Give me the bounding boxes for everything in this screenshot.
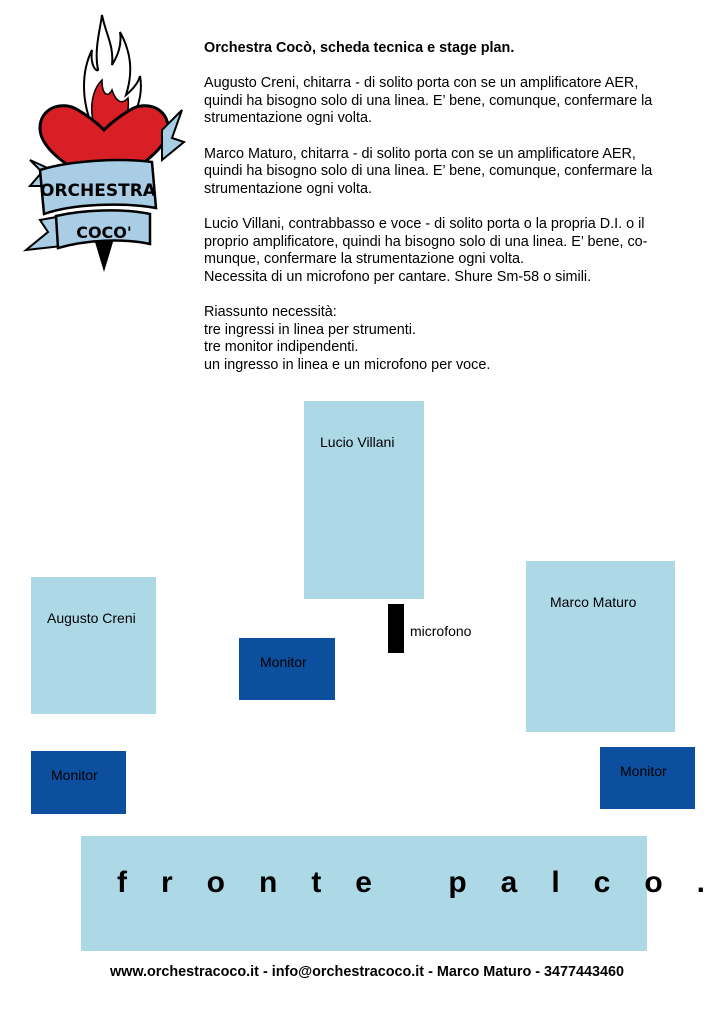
text-line: proprio amplificatore, quindi ha bisogno… (204, 233, 648, 250)
logo-text-orchestra: ORCHESTRA (40, 181, 157, 201)
monitor-right: Monitor (600, 747, 695, 809)
orchestra-coco-logo: ORCHESTRA COCO' (22, 14, 187, 272)
performer-label-augusto: Augusto Creni (47, 610, 136, 626)
microphone-icon (388, 604, 404, 653)
text-line: Marco Maturo, chitarra - di solito porta… (204, 145, 636, 162)
paragraph-lucio: Lucio Villani, contrabbasso e voce - di … (204, 216, 674, 286)
text-line: quindi ha bisogno solo di una linea. E’ … (204, 92, 653, 109)
paragraph-summary: Riassunto necessità: tre ingressi in lin… (204, 304, 674, 374)
text-line: un ingresso in linea e un microfono per … (204, 356, 491, 373)
text-line: Riassunto necessità: (204, 303, 337, 320)
banner-icon: ORCHESTRA COCO' (22, 109, 187, 252)
performer-area-lucio: Lucio Villani (304, 401, 424, 599)
monitor-label: Monitor (260, 654, 307, 670)
text-line: Augusto Creni, chitarra - di solito port… (204, 75, 639, 92)
footer-contact: www.orchestracoco.it - info@orchestracoc… (109, 964, 625, 980)
text-line: quindi ha bisogno solo di una linea. E’ … (204, 163, 653, 180)
paragraph-augusto: Augusto Creni, chitarra - di solito port… (204, 75, 674, 128)
text-line: munque, confermare la strumentazione ogn… (204, 251, 524, 268)
performer-label-marco: Marco Maturo (550, 594, 637, 610)
performer-area-marco: Marco Maturo (526, 561, 675, 732)
monitor-center: Monitor (239, 638, 335, 700)
performer-label-lucio: Lucio Villani (320, 434, 395, 450)
text-line: tre ingressi in linea per strumenti. (204, 321, 416, 338)
stage-front-label: fronte palco. (117, 866, 725, 899)
monitor-left: Monitor (31, 751, 126, 814)
monitor-label: Monitor (51, 767, 98, 783)
paragraph-marco: Marco Maturo, chitarra - di solito porta… (204, 146, 674, 199)
stage-front-area: fronte palco. (81, 836, 705, 951)
text-line: Necessita di un microfono per cantare. S… (204, 268, 592, 285)
text-line: Lucio Villani, contrabbasso e voce - di … (204, 215, 645, 232)
microphone-label: microfono (410, 623, 472, 639)
text-line: tre monitor indipendenti. (204, 339, 359, 356)
tech-sheet-text: Orchestra Cocò, scheda tecnica e stage p… (204, 40, 674, 392)
performer-area-augusto: Augusto Creni (31, 577, 156, 714)
text-line: strumentazione ogni volta. (204, 180, 372, 197)
logo-text-coco: COCO' (76, 223, 132, 242)
monitor-label: Monitor (620, 763, 667, 779)
text-line: strumentazione ogni volta. (204, 110, 372, 127)
document-title: Orchestra Cocò, scheda tecnica e stage p… (204, 40, 515, 56)
